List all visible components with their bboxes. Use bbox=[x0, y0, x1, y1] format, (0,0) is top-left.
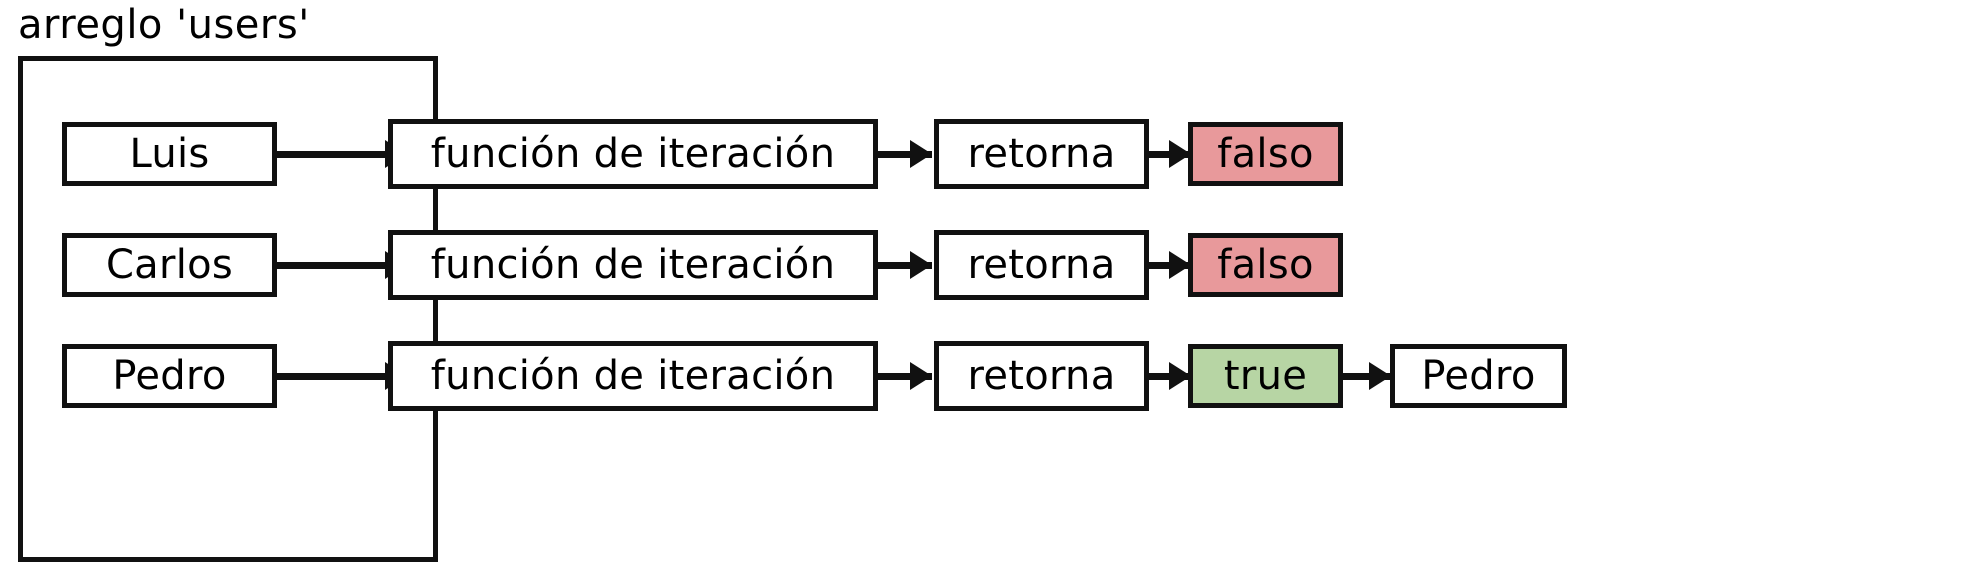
iteration-function-2: función de iteración bbox=[388, 341, 878, 411]
arrowhead-ret0-to-val0 bbox=[1169, 140, 1191, 168]
connector-val2-to-output bbox=[1343, 373, 1391, 380]
final-output: Pedro bbox=[1390, 344, 1567, 408]
connector-fn1-to-ret1 bbox=[878, 262, 932, 269]
arrowhead-fn1-to-ret1 bbox=[910, 251, 932, 279]
connector-fn0-to-ret0 bbox=[878, 151, 932, 158]
array-item-1: Carlos bbox=[62, 233, 277, 297]
arrowhead-fn2-to-ret2 bbox=[910, 362, 932, 390]
arrowhead-fn0-to-ret0 bbox=[910, 140, 932, 168]
array-item-0: Luis bbox=[62, 122, 277, 186]
iteration-function-0: función de iteración bbox=[388, 119, 878, 189]
return-value-1: falso bbox=[1188, 233, 1343, 297]
returns-label-2: retorna bbox=[934, 341, 1149, 411]
return-value-2: true bbox=[1188, 344, 1343, 408]
arrowhead-val2-to-output bbox=[1369, 362, 1391, 390]
page-title: arreglo 'users' bbox=[18, 2, 310, 48]
iteration-function-1: función de iteración bbox=[388, 230, 878, 300]
connector-item0-to-fn0 bbox=[277, 151, 385, 158]
returns-label-1: retorna bbox=[934, 230, 1149, 300]
return-value-0: falso bbox=[1188, 122, 1343, 186]
array-item-2: Pedro bbox=[62, 344, 277, 408]
arrowhead-ret1-to-val1 bbox=[1169, 251, 1191, 279]
returns-label-0: retorna bbox=[934, 119, 1149, 189]
arrowhead-ret2-to-val2 bbox=[1169, 362, 1191, 390]
connector-item2-to-fn2 bbox=[277, 373, 385, 380]
connector-item1-to-fn1 bbox=[277, 262, 385, 269]
connector-fn2-to-ret2 bbox=[878, 373, 932, 380]
